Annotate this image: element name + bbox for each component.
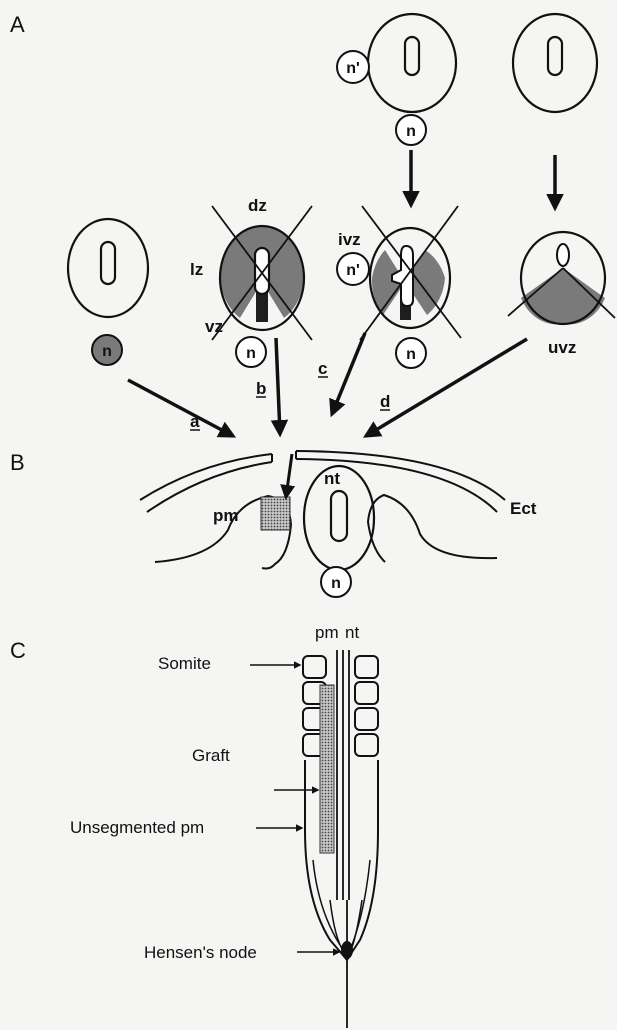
top-neural-tube-1 — [368, 14, 456, 112]
nt-label-c: nt — [345, 623, 359, 642]
arrow-c — [332, 333, 365, 414]
svg-text:n': n' — [346, 262, 360, 279]
arrow-a-label: a — [190, 412, 200, 431]
neural-tube-ivz — [360, 206, 461, 340]
ect-label: Ect — [510, 499, 537, 518]
arrow-b-label: b — [256, 379, 266, 398]
unsegmented-pm-label: Unsegmented pm — [70, 818, 204, 837]
hensens-node-label: Hensen's node — [144, 943, 257, 962]
somite-label: Somite — [158, 654, 211, 673]
panel-b-label: B — [10, 450, 25, 475]
arrow-d — [366, 339, 527, 436]
zone-vz-label: vz — [205, 317, 223, 336]
svg-text:n: n — [406, 123, 416, 140]
arrow-into-graft — [286, 454, 292, 497]
notochord-top: n — [396, 115, 426, 145]
notochord-prime-top: n' — [337, 51, 369, 83]
svg-text:n: n — [406, 346, 416, 363]
neural-tube-plain — [68, 219, 148, 317]
arrow-c-label: c — [318, 359, 327, 378]
graft-label: Graft — [192, 746, 230, 765]
hensens-node — [341, 941, 353, 959]
ectoderm — [140, 451, 505, 512]
pm-label-c: pm — [315, 623, 339, 642]
somites-right — [355, 656, 378, 756]
nt-label-b: nt — [324, 469, 340, 488]
paraxial-mesoderm-right — [368, 495, 497, 562]
panel-c-label: C — [10, 638, 26, 663]
neural-tube-c — [337, 650, 349, 900]
neural-tube-uvz — [508, 232, 615, 324]
zone-ivz-label: ivz — [338, 230, 361, 249]
graft-strip — [320, 685, 334, 853]
arrow-d-label: d — [380, 392, 390, 411]
notochord-prime-mid: n' — [337, 253, 369, 285]
pm-label-b: pm — [213, 506, 239, 525]
panel-a-label: A — [10, 12, 25, 37]
top-neural-tube-2 — [513, 14, 597, 112]
arrow-a — [128, 380, 233, 436]
arrow-b — [276, 338, 280, 434]
neural-tube-zones — [212, 206, 312, 340]
graft-pm — [261, 497, 290, 530]
notochord-b-panel: n — [321, 567, 351, 597]
svg-text:n: n — [331, 575, 341, 592]
zone-lz-label: lz — [190, 260, 203, 279]
zone-dz-label: dz — [248, 196, 267, 215]
zone-uvz-label: uvz — [548, 338, 576, 357]
notochord-grey: n — [92, 335, 122, 365]
svg-text:n: n — [102, 343, 112, 360]
svg-text:n: n — [246, 345, 256, 362]
svg-text:n': n' — [346, 60, 360, 77]
notochord-b: n — [236, 337, 266, 367]
notochord-c: n — [396, 338, 426, 368]
